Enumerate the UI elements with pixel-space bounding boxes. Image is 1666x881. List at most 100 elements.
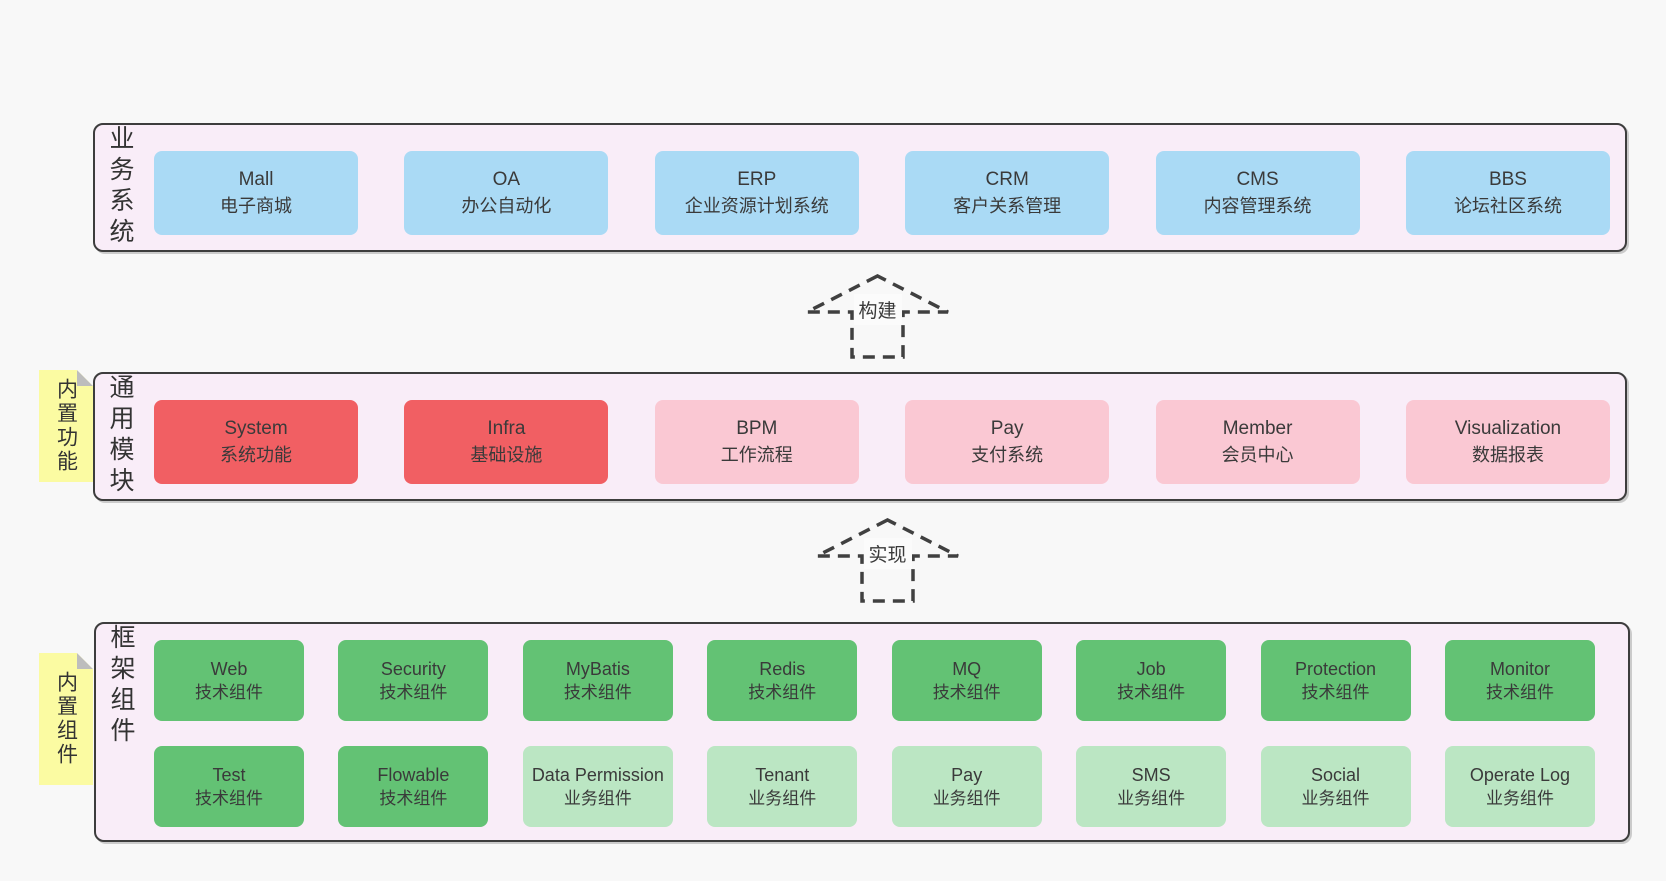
box-name: Mall (238, 169, 274, 190)
sticky-note-built-in-features: 内置功能 (39, 370, 93, 482)
box-name: MQ (952, 658, 982, 679)
box-subtitle: 技术组件 (379, 788, 448, 808)
arrow-implement-label: 实现 (863, 538, 912, 569)
box-subtitle: 工作流程 (720, 445, 793, 465)
box-subtitle: 企业资源计划系统 (684, 196, 829, 216)
box-subtitle: 技术组件 (1485, 682, 1554, 702)
box-subtitle: 技术组件 (379, 682, 448, 702)
box-member: Member 会员中心 (1155, 400, 1360, 484)
box-name: Test (212, 764, 246, 785)
box-name: BPM (736, 418, 778, 439)
box-name: Monitor (1489, 658, 1550, 679)
box-name: Social (1311, 764, 1361, 785)
sticky-label: 内置功能 (54, 378, 78, 474)
box-name: Operate Log (1469, 764, 1570, 785)
box-subtitle: 办公自动化 (461, 196, 552, 216)
box-mybatis: MyBatis 技术组件 (522, 640, 673, 721)
box-name: Member (1222, 418, 1293, 439)
box-name: BBS (1488, 169, 1527, 190)
box-bbs: BBS 论坛社区系统 (1405, 151, 1610, 235)
box-name: System (224, 418, 288, 439)
box-protection: Protection 技术组件 (1260, 640, 1411, 721)
box-crm: CRM 客户关系管理 (905, 151, 1110, 235)
panel-framework-label: 框架组件 (107, 624, 135, 748)
box-mall: Mall 电子商城 (154, 151, 358, 235)
box-subtitle: 技术组件 (748, 682, 817, 702)
box-subtitle: 数据报表 (1471, 445, 1544, 465)
box-web: Web 技术组件 (154, 640, 304, 721)
sticky-label: 内置组件 (54, 671, 78, 767)
box-name: Tenant (755, 764, 810, 785)
box-security: Security 技术组件 (338, 640, 489, 721)
box-subtitle: 会员中心 (1221, 445, 1294, 465)
panel-business-label: 业务系统 (106, 125, 134, 249)
panel-modules-label: 通用模块 (106, 374, 134, 498)
box-subtitle: 业务组件 (748, 788, 817, 808)
box-name: Security (380, 658, 446, 679)
box-subtitle: 客户关系管理 (953, 196, 1062, 216)
box-name: CMS (1236, 169, 1279, 190)
box-name: Protection (1295, 658, 1377, 679)
dashed-up-arrow-icon (806, 274, 949, 359)
box-subtitle: 技术组件 (195, 682, 263, 702)
arrow-implement: 实现 (815, 518, 960, 604)
box-tenant: Tenant 业务组件 (707, 746, 858, 827)
box-name: Flowable (377, 764, 450, 785)
box-subtitle: 业务组件 (932, 788, 1001, 808)
box-oa: OA 办公自动化 (404, 151, 609, 235)
box-subtitle: 业务组件 (563, 788, 632, 808)
box-cms: CMS 内容管理系统 (1155, 151, 1360, 235)
box-name: OA (492, 169, 521, 190)
arrow-build: 构建 (805, 274, 950, 360)
box-test: Test 技术组件 (154, 746, 304, 827)
box-name: CRM (985, 169, 1029, 190)
box-sms: SMS 业务组件 (1076, 746, 1227, 827)
dashed-up-arrow-icon (816, 518, 959, 603)
box-name: Pay (990, 418, 1024, 439)
box-bpm: BPM 工作流程 (654, 400, 859, 484)
arrow-build-label: 构建 (853, 294, 902, 325)
box-name: MyBatis (565, 658, 630, 679)
box-name: SMS (1131, 764, 1171, 785)
box-subtitle: 技术组件 (1301, 682, 1370, 702)
box-subtitle: 电子商城 (220, 196, 292, 216)
box-subtitle: 业务组件 (1117, 788, 1186, 808)
box-name: Job (1136, 658, 1166, 679)
box-job: Job 技术组件 (1076, 640, 1227, 721)
box-subtitle: 技术组件 (563, 682, 632, 702)
box-subtitle: 基础设施 (470, 445, 543, 465)
box-subtitle: 技术组件 (195, 788, 263, 808)
box-subtitle: 系统功能 (220, 445, 292, 465)
box-name: Web (210, 658, 248, 679)
sticky-note-built-in-components: 内置组件 (39, 653, 93, 785)
folded-corner-icon (77, 653, 93, 669)
box-mq: MQ 技术组件 (891, 640, 1042, 721)
box-monitor: Monitor 技术组件 (1444, 640, 1595, 721)
box-subtitle: 技术组件 (932, 682, 1001, 702)
box-system: System 系统功能 (154, 400, 358, 484)
box-subtitle: 内容管理系统 (1203, 196, 1312, 216)
box-subtitle: 技术组件 (1117, 682, 1186, 702)
box-name: Pay (951, 764, 983, 785)
box-subtitle: 论坛社区系统 (1453, 196, 1562, 216)
box-flowable: Flowable 技术组件 (338, 746, 489, 827)
